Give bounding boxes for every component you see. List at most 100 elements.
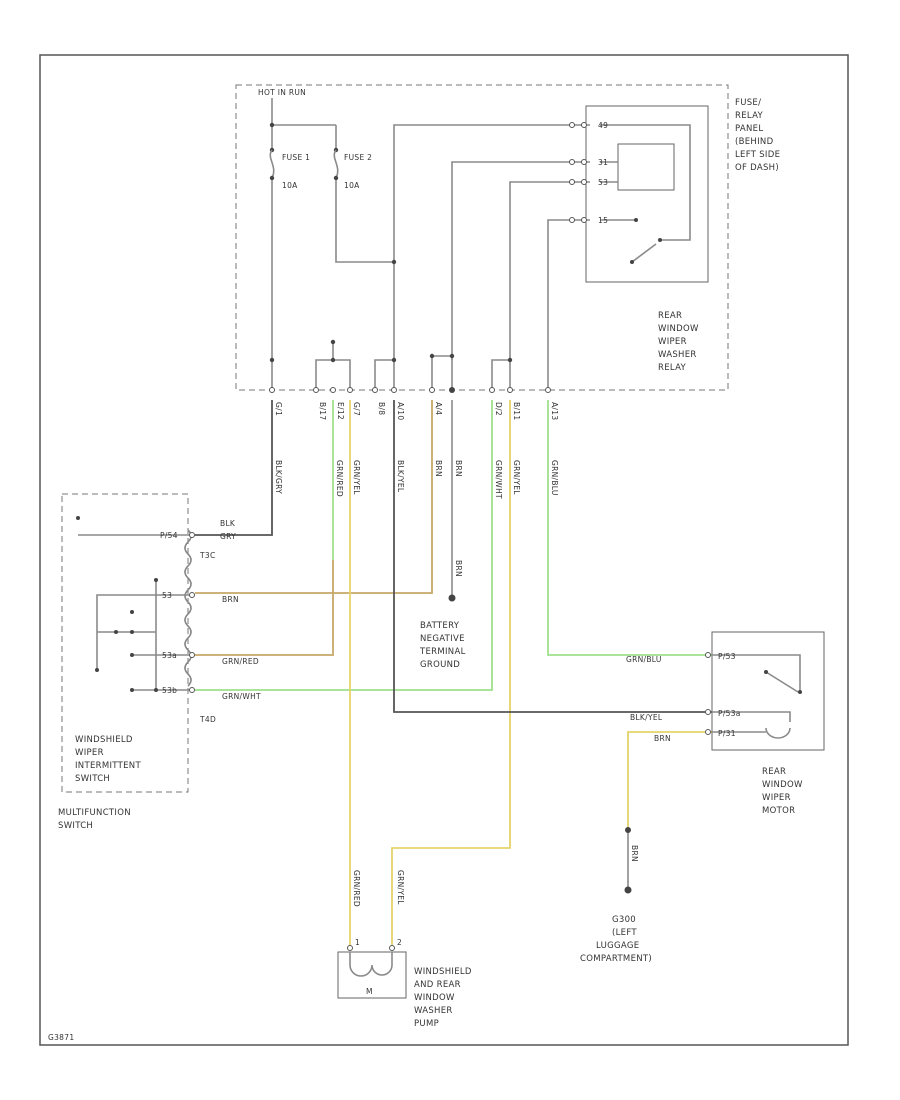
panel-pin-label: B/8 <box>377 402 386 415</box>
motor-label-line: WINDOW <box>762 780 803 790</box>
figure-id: G3871 <box>48 1033 74 1042</box>
pump-pin-label: 2 <box>397 938 402 947</box>
wire-tag: GRY <box>220 532 236 541</box>
wire-blk-gry <box>195 400 273 536</box>
body-ground-label-line: G300 <box>612 915 636 925</box>
switch-pin-label: 53b <box>162 686 177 695</box>
wire-tag: BLK/GRY <box>274 460 283 494</box>
relay-label-line: RELAY <box>658 363 687 373</box>
wire-tag: GRN/RED <box>222 657 259 666</box>
wire-brn-switch <box>195 400 433 594</box>
panel-pin-label: A/13 <box>550 402 559 420</box>
pump-label-line: WASHER <box>414 1006 453 1016</box>
switch-pin-label: P/54 <box>160 531 178 540</box>
wire-tag: GRN/WHT <box>222 692 261 701</box>
panel-pin-label: G/1 <box>274 402 283 416</box>
wire-grn-red-brn <box>195 560 334 656</box>
body-ground-label-line: (LEFT <box>612 928 637 938</box>
wire-tag: GRN/WHT <box>494 460 503 499</box>
wire-tag: BRN <box>454 460 463 477</box>
relay-pin: 15 <box>598 216 608 225</box>
relay-coil <box>617 143 675 191</box>
pump-label-line: WINDSHIELD <box>414 967 472 977</box>
fuse-panel-label-line: FUSE/ <box>735 98 761 108</box>
pump-label-line: AND REAR <box>414 980 461 990</box>
diagram-frame <box>39 54 849 1046</box>
wire-grn-blu <box>547 400 712 656</box>
multifunction-switch: T3C T4D P/54 53 53a 53b WINDSHIELD WIPER… <box>61 493 216 793</box>
fuse-1-name: FUSE 1 <box>282 153 310 162</box>
battery-ground: BATTERY NEGATIVE TERMINAL GROUND <box>419 594 466 670</box>
multifunction-label-line: SWITCH <box>58 821 93 831</box>
relay-pin: 49 <box>598 121 608 130</box>
wire-brn-motor-ground <box>627 731 712 830</box>
ground-label-line: GROUND <box>420 660 460 670</box>
fuse-panel-label-line: LEFT SIDE <box>735 150 780 160</box>
relay-pins: 49 31 53 15 <box>569 121 662 264</box>
connector-label: T4D <box>199 715 216 724</box>
pump-box <box>337 951 407 999</box>
rear-wiper-motor: P/53 P/53a P/31 REAR WINDOW WIPER MOTOR <box>705 631 825 816</box>
relay-pin: 53 <box>598 178 608 187</box>
relay-label-line: REAR <box>658 311 682 321</box>
panel-pin-label: D/2 <box>494 402 503 416</box>
fuse-1-rating: 10A <box>282 181 298 190</box>
wire-grn-yel-2 <box>391 400 511 945</box>
wire-tag: BRN <box>454 560 463 577</box>
wire-tag: BRN <box>654 734 671 743</box>
relay-pin: 31 <box>598 158 608 167</box>
fuse-2: FUSE 2 10A <box>333 147 372 190</box>
switch-dashed-box <box>61 493 189 793</box>
wire-tag: GRN/BLU <box>550 460 559 496</box>
ground-label-line: NEGATIVE <box>420 634 465 644</box>
pump-motor-mark: M <box>366 987 373 996</box>
multifunction-label-line: MULTIFUNCTION <box>58 808 131 818</box>
connector-label: T3C <box>199 551 216 560</box>
ground-label-line: TERMINAL <box>419 647 466 657</box>
wire-tag: GRN/YEL <box>396 870 405 905</box>
body-ground-label-line: COMPARTMENT) <box>580 954 652 964</box>
fuse-panel-label-line: RELAY <box>735 111 764 121</box>
motor-label-line: REAR <box>762 767 786 777</box>
wire-tags: BLK/GRY GRN/RED GRN/YEL BLK/YEL BRN BRN … <box>220 460 671 907</box>
wire-tag: GRN/YEL <box>352 460 361 495</box>
wire-tag: BLK <box>220 519 236 528</box>
motor-pin-label: P/53 <box>718 652 736 661</box>
relay-label: REAR WINDOW WIPER WASHER RELAY <box>658 311 699 373</box>
washer-pump: 1 2 M WINDSHIELD AND REAR WINDOW WASHER … <box>337 938 472 1029</box>
panel-pin-label: A/4 <box>434 402 443 415</box>
power-label: HOT IN RUN <box>258 88 306 97</box>
motor-pin-label: P/31 <box>718 729 736 738</box>
fuse-panel-label-line: OF DASH) <box>735 163 779 173</box>
motor-pin-label: P/53a <box>718 709 741 718</box>
wire-tag: BRN <box>434 460 443 477</box>
fuse-panel-label-line: PANEL <box>735 124 763 134</box>
intermittent-label-line: SWITCH <box>75 774 110 784</box>
fuse-panel-label-line: (BEHIND <box>735 137 774 147</box>
wire-tag: GRN/BLU <box>626 655 662 664</box>
pump-label-line: PUMP <box>414 1019 439 1029</box>
panel-pin-label: B/11 <box>512 402 521 420</box>
motor-label-line: WIPER <box>762 793 791 803</box>
pump-pin-label: 1 <box>355 938 360 947</box>
fuse-1: FUSE 1 10A <box>269 147 310 190</box>
body-ground-g300: G300 (LEFT LUGGAGE COMPARTMENT) <box>580 827 652 964</box>
fuse-2-rating: 10A <box>344 181 360 190</box>
relay-label-line: WINDOW <box>658 324 699 334</box>
body-ground-label-line: LUGGAGE <box>596 941 639 951</box>
wire-tag: GRN/RED <box>352 870 361 907</box>
relay-label-line: WASHER <box>658 350 697 360</box>
panel-pin-label: G/7 <box>352 402 361 416</box>
panel-connector-pins: G/1 B/17 E/12 G/7 B/8 A/10 A/4 D/2 B/11 … <box>269 387 559 420</box>
panel-pin-label: B/17 <box>318 402 327 420</box>
fuse-2-name: FUSE 2 <box>344 153 372 162</box>
wire-tag: BRN <box>630 845 639 862</box>
intermittent-label-line: INTERMITTENT <box>75 761 141 771</box>
external-wiring <box>195 400 712 945</box>
wire-tag: BLK/YEL <box>396 460 405 493</box>
fuse-relay-panel-box <box>235 84 729 391</box>
relay-box <box>585 105 709 283</box>
wire-grn-wht <box>195 400 493 691</box>
relay-label-line: WIPER <box>658 337 687 347</box>
